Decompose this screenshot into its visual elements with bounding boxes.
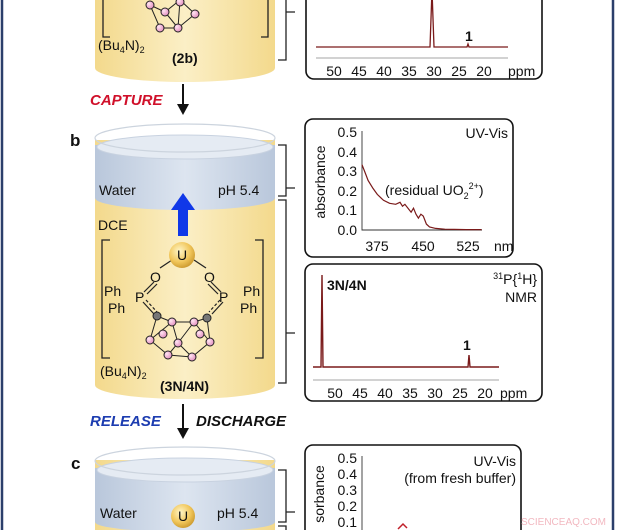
uvvis-title: UV-Vis: [465, 125, 508, 141]
y-tick: 0.0: [338, 222, 358, 238]
water-bracket: [278, 469, 295, 530]
uvvis-subtitle: (from fresh buffer): [404, 470, 516, 486]
x-tick: 45: [351, 63, 367, 79]
y-tick: 0.2: [338, 183, 358, 199]
panel-label-b: b: [70, 131, 80, 150]
x-tick: 375: [365, 238, 389, 254]
x-tick: 30: [426, 63, 442, 79]
release-label: RELEASE: [90, 413, 162, 430]
ph-label: pH 5.4: [218, 182, 259, 198]
x-tick: 45: [352, 385, 368, 401]
phenyl-label: Ph: [104, 283, 121, 299]
x-tick: 450: [411, 238, 435, 254]
uvvis-title: UV-Vis: [473, 453, 516, 469]
nmr-title: 31P{1H}: [493, 271, 537, 287]
nmr-spectrum-b: 3N/4N 1 31P{1H} NMR 50 45 40 35 30 25 20…: [304, 263, 543, 402]
counterion-label: (Bu4N)2: [100, 363, 147, 381]
x-tick: 35: [402, 385, 418, 401]
complex-bracket: [102, 0, 269, 38]
dce-label: DCE: [98, 217, 128, 233]
beaker-b: Water pH 5.4 DCE U O O P P Ph Ph Ph Ph: [94, 123, 276, 399]
phenyl-label: Ph: [240, 300, 257, 316]
organic-bracket: [278, 199, 295, 384]
ligand-bonds: [142, 259, 224, 315]
axes: [361, 131, 482, 231]
x-tick: 20: [477, 385, 493, 401]
y-tick: 0.1: [338, 514, 358, 530]
uvvis-trace: [397, 522, 408, 530]
nmr-spectrum-top: 1 50 45 40 35 30 25 20 ppm: [305, 0, 543, 80]
phase-bracket: [278, 0, 295, 61]
x-tick: 525: [456, 238, 480, 254]
metal-label: U: [178, 508, 188, 524]
nmr-trace: [316, 0, 508, 48]
x-tick: 30: [427, 385, 443, 401]
x-unit: ppm: [508, 63, 535, 79]
uranyl-bead-icon: [171, 504, 195, 528]
discharge-label: DISCHARGE: [196, 413, 287, 430]
arrow-down-icon: [177, 404, 189, 439]
y-axis-label: absorbance: [312, 145, 328, 218]
x-tick: 20: [476, 63, 492, 79]
minor-peak-label: 1: [463, 337, 471, 353]
compound-label: (3N/4N): [160, 378, 209, 394]
y-tick: 0.3: [338, 482, 358, 498]
water-phase: [95, 145, 275, 210]
x-tick: 40: [376, 63, 392, 79]
nmr-title-line2: NMR: [505, 289, 537, 305]
peak-label: 1: [465, 28, 473, 44]
carborane-cluster-icon: [145, 0, 200, 33]
uvvis-spectrum-c: sorbance 0.5 0.4 0.3 0.2 0.1 UV-Vis (fro…: [304, 444, 522, 530]
capture-label: CAPTURE: [90, 92, 163, 109]
phenyl-label: Ph: [243, 283, 260, 299]
x-tick: 50: [326, 63, 342, 79]
phosphorus-label: P: [219, 289, 228, 305]
x-tick: 35: [401, 63, 417, 79]
x-tick: 50: [327, 385, 343, 401]
arrow-up-icon: [171, 193, 195, 236]
y-tick: 0.2: [338, 498, 358, 514]
counterion-label: (Bu4N)2: [98, 37, 145, 55]
metal-label: U: [177, 247, 187, 263]
oxygen-label: O: [204, 269, 215, 285]
nmr-trace: [313, 274, 499, 368]
uvvis-trace: [361, 164, 482, 231]
y-tick: 0.1: [338, 202, 358, 218]
ph-label: pH 5.4: [217, 505, 258, 521]
y-tick: 0.4: [338, 466, 358, 482]
water-phase: [95, 468, 275, 530]
residual-uranyl-annotation: (residual UO22+): [385, 181, 484, 201]
phosphorus-label: P: [135, 289, 144, 305]
oxygen-label: O: [150, 269, 161, 285]
watermark: SCIENCEAQ.COM: [521, 517, 606, 528]
beaker-2b: (Bu4N)2 (2b): [95, 0, 275, 82]
water-bracket: [278, 144, 295, 197]
compound-label: (2b): [172, 50, 198, 66]
uranyl-bead-icon: [169, 242, 195, 268]
beaker-c: Water U pH 5.4: [94, 446, 276, 530]
water-label: Water: [99, 182, 136, 198]
complex-bracket: [101, 239, 264, 359]
x-tick: 40: [377, 385, 393, 401]
y-tick: 0.4: [338, 144, 358, 160]
carborane-cluster-icon: [145, 311, 215, 362]
x-unit: ppm: [500, 385, 527, 401]
x-tick: 25: [451, 63, 467, 79]
y-axis-label: sorbance: [311, 465, 327, 523]
y-tick: 0.5: [338, 124, 358, 140]
phenyl-label: Ph: [108, 300, 125, 316]
y-tick: 0.5: [338, 450, 358, 466]
uvvis-spectrum-b: absorbance 0.5 0.4 0.3 0.2 0.1 0.0 375 4…: [304, 118, 514, 258]
water-label: Water: [100, 505, 137, 521]
y-tick: 0.3: [338, 163, 358, 179]
x-tick: 25: [452, 385, 468, 401]
arrow-down-icon: [177, 84, 189, 115]
major-peak-label: 3N/4N: [327, 277, 367, 293]
x-unit: nm: [494, 238, 513, 254]
panel-label-c: c: [71, 454, 80, 473]
